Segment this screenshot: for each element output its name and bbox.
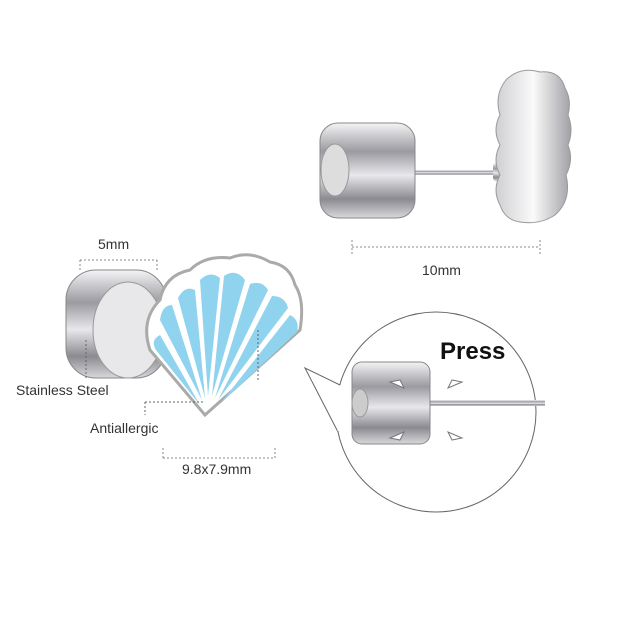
feature-label: Antiallergic [90,420,159,436]
earring-side-view [319,69,572,255]
press-callout [303,311,545,513]
post-length-label: 10mm [422,262,461,278]
cap-width-label: 5mm [98,236,130,252]
earring-front-view [65,253,304,459]
shell-enamel [153,272,298,405]
shell-size-label: 9.8x7.9mm [182,461,252,477]
material-label: Stainless Steel [16,382,109,398]
press-label: Press [440,338,506,365]
arrow-icons [388,379,464,441]
